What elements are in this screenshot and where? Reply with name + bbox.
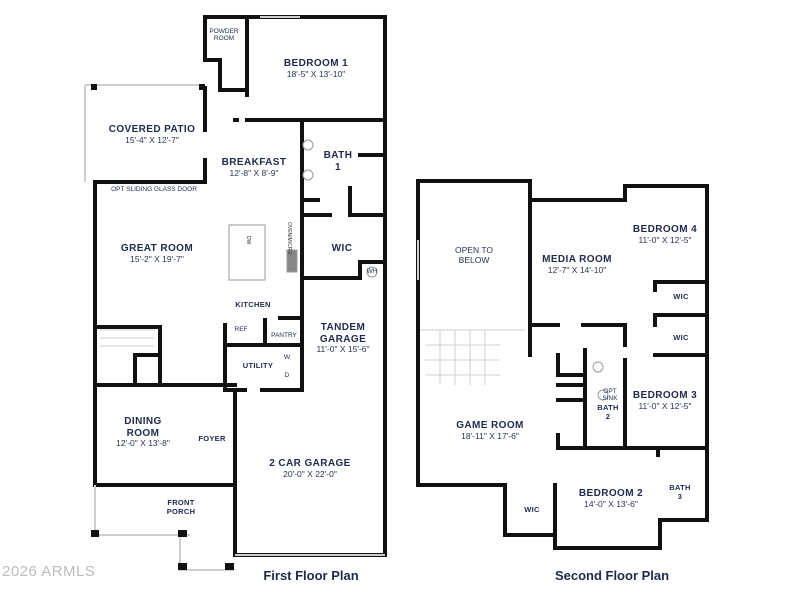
room-name: GARAGE <box>319 333 367 345</box>
label-dryer: D <box>285 372 290 379</box>
room-dimensions: 18'-11" X 17'-6" <box>461 430 519 441</box>
room-name: BATH <box>323 150 353 161</box>
label-washer: W <box>284 354 290 361</box>
room-name: POWDER <box>209 28 239 35</box>
room-wic-bedroom-4: WIC <box>673 292 689 302</box>
room-bath-1: BATH 1 <box>324 150 353 173</box>
room-name: ROOM <box>126 427 160 439</box>
room-bath-3: BATH 3 <box>669 483 691 501</box>
room-name: OPEN TO <box>455 245 493 255</box>
room-powder: POWDER ROOM <box>209 28 238 43</box>
room-tandem-garage: TANDEM GARAGE 11'-0" X 15'-6" <box>316 322 369 355</box>
room-name: ROOM <box>213 35 235 43</box>
room-kitchen: KITCHEN <box>235 300 271 310</box>
room-dimensions: 20'-0" X 22'-0" <box>283 468 337 479</box>
room-name: BELOW <box>458 254 490 265</box>
room-breakfast: BREAKFAST 12'-8" X 8'-9" <box>222 157 287 178</box>
room-number: 3 <box>677 491 683 501</box>
room-dimensions: 18'-5" X 13'-10" <box>286 68 346 79</box>
room-media-room: MEDIA ROOM 12'-7" X 14'-10" <box>542 254 612 275</box>
room-wic-bedroom-2: WIC <box>524 505 540 515</box>
room-name: OPT SLIDING GLASS DOOR <box>111 186 197 193</box>
label-dishwasher: DW <box>245 236 251 245</box>
label-ref: REF <box>235 326 248 333</box>
room-name: WH <box>366 268 378 275</box>
room-name: BATH <box>669 483 691 492</box>
room-name: MEDIA ROOM <box>542 254 612 265</box>
room-dimensions: 15'-2" X 19'-7" <box>130 253 184 264</box>
room-wic-bedroom-3: WIC <box>673 333 689 343</box>
label-opt-sliding-glass-door: OPT SLIDING GLASS DOOR <box>111 186 197 193</box>
room-name: GAME ROOM <box>456 420 524 431</box>
room-wic: WIC <box>332 243 353 255</box>
room-name: SINK <box>602 395 618 403</box>
room-name: BEDROOM 3 <box>632 390 698 401</box>
room-name: WIC <box>331 243 353 254</box>
room-dimensions: 11'-0" X 12'-5" <box>638 234 692 245</box>
room-name: BEDROOM 2 <box>578 488 644 499</box>
room-name: REF <box>234 326 248 333</box>
room-dining-room: DINING ROOM 12'-0" X 13'-8" <box>116 416 170 449</box>
room-dimensions: 12'-0" X 13'-8" <box>116 438 170 448</box>
room-game-room: GAME ROOM 18'-11" X 17'-6" <box>456 420 524 441</box>
room-number: 2 <box>605 411 611 421</box>
room-name: COVERED PATIO <box>108 124 196 135</box>
label-oven-micro: OVEN/MICRO <box>286 222 292 255</box>
room-name: 2 CAR GARAGE <box>269 458 351 469</box>
room-name: KITCHEN <box>235 300 271 309</box>
room-name: BEDROOM 1 <box>283 58 349 69</box>
room-name: GREAT ROOM <box>120 243 194 254</box>
room-name: OPT <box>603 388 617 395</box>
room-name: WIC <box>524 505 540 514</box>
room-name: FOYER <box>198 434 226 443</box>
second-floor-title: Second Floor Plan <box>554 568 670 583</box>
room-bedroom-3: BEDROOM 3 11'-0" X 12'-5" <box>633 390 697 411</box>
room-great-room: GREAT ROOM 15'-2" X 19'-7" <box>121 243 193 264</box>
room-name: UTILITY <box>242 361 274 370</box>
room-dimensions: 11'-0" X 12'-5" <box>638 400 692 411</box>
room-number: 1 <box>335 161 341 173</box>
room-name: WIC <box>673 292 689 301</box>
room-foyer: FOYER <box>198 434 226 444</box>
room-name: BATH <box>597 403 619 412</box>
room-open-to-below: OPEN TO BELOW <box>455 245 493 266</box>
room-dimensions: 11'-0" X 15'-6" <box>316 344 370 354</box>
room-bath-2: BATH 2 <box>597 403 619 421</box>
label-pantry: PANTRY <box>271 332 297 339</box>
room-front-porch: FRONT PORCH <box>166 498 196 516</box>
room-2-car-garage: 2 CAR GARAGE 20'-0" X 22'-0" <box>269 458 350 479</box>
room-dimensions: 15'-4" X 12'-7" <box>125 134 179 145</box>
room-dimensions: 12'-7" X 14'-10" <box>547 264 607 275</box>
first-floor-title: First Floor Plan <box>263 568 359 583</box>
room-name: D <box>284 372 290 379</box>
room-bedroom-1: BEDROOM 1 18'-5" X 13'-10" <box>284 58 348 79</box>
room-name: PORCH <box>166 506 196 516</box>
room-bedroom-2: BEDROOM 2 14'-0" X 13'-6" <box>579 488 643 509</box>
room-dimensions: 12'-8" X 8'-9" <box>229 167 279 178</box>
room-bedroom-4: BEDROOM 4 11'-0" X 12'-5" <box>633 224 697 245</box>
room-name: TANDEM <box>320 322 366 333</box>
watermark: 2026 ARMLS <box>2 563 96 580</box>
room-covered-patio: COVERED PATIO 15'-4" X 12'-7" <box>109 124 196 145</box>
room-dimensions: 14'-0" X 13'-6" <box>584 498 638 509</box>
second-floor-exterior-wall <box>416 179 532 357</box>
room-utility: UTILITY <box>242 361 274 371</box>
room-name: WIC <box>673 333 689 342</box>
room-name: PANTRY <box>271 332 297 339</box>
label-water-heater: WH <box>367 268 378 275</box>
room-name: W <box>283 354 291 361</box>
room-name: BEDROOM 4 <box>632 224 698 235</box>
room-name: BREAKFAST <box>221 157 287 168</box>
label-opt-sink: OPT SINK <box>602 388 617 403</box>
room-name: DINING <box>124 416 162 427</box>
room-name: FRONT <box>167 498 195 507</box>
